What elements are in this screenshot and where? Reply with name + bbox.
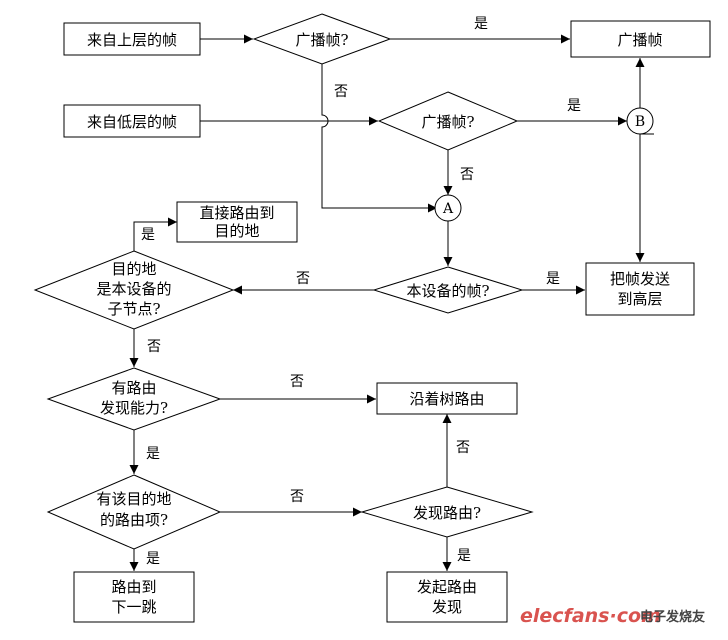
label-q-this-yes: 是 [546,271,560,287]
decision-this-device-label: 本设备的帧? [406,282,489,300]
decision-child-node-line3: 子节点? [107,300,160,318]
decision-this-device: 本设备的帧? [372,266,524,314]
node-route-next-hop: 路由到 下一跳 [73,571,195,623]
decision-route-entry-line2: 的路由项? [100,511,168,529]
connector-a-label: A [442,201,454,217]
node-lower-frame: 来自低层的帧 [63,104,201,138]
node-start-discovery-line2: 发现 [432,598,462,616]
connector-a: A [434,194,462,222]
decision-discover-route: 发现路由? [360,486,534,538]
node-send-upper-line1: 把帧发送 [610,270,670,288]
node-upper-frame: 来自上层的帧 [63,22,201,56]
node-direct-route-line1: 直接路由到 [199,204,274,222]
decision-child-node-line2: 是本设备的 [96,280,171,298]
label-q-rd-no: 否 [290,374,304,390]
connector-b: B [626,107,654,135]
label-q2-no: 否 [460,167,474,183]
label-q-rd-yes: 是 [146,446,160,462]
label-q-this-no: 否 [296,271,310,287]
node-send-upper-line2: 到高层 [617,290,662,308]
node-lower-frame-label: 来自低层的帧 [87,113,177,131]
connectors [129,34,645,571]
label-q-child-yes: 是 [141,227,155,243]
decision-child-node-line1: 目的地 [111,260,156,278]
label-q-entry-yes: 是 [146,551,160,567]
node-route-along-tree-label: 沿着树路由 [409,390,484,408]
watermark-name: 电子发烧友 [640,609,705,625]
watermark-domain: elecfans·com [520,605,661,627]
label-q-discover-yes: 是 [457,548,471,564]
node-start-discovery: 发起路由 发现 [386,571,508,623]
decision-broadcast-1: 广播帧? [252,13,392,65]
edge-q1-no [321,64,437,213]
label-q2-yes: 是 [567,98,581,114]
node-broadcast-frame-label: 广播帧 [617,31,662,49]
node-route-along-tree: 沿着树路由 [376,382,518,415]
decision-broadcast-1-label: 广播帧? [295,31,348,49]
label-q-discover-no: 否 [456,440,470,456]
connector-b-label: B [635,114,645,130]
decision-route-entry-line1: 有该目的地 [96,490,171,508]
decision-discover-route-label: 发现路由? [413,504,481,522]
edge-q-child-yes [133,217,177,251]
node-route-next-hop-line1: 路由到 [111,578,156,596]
node-start-discovery-line1: 发起路由 [417,578,477,596]
label-q-child-no: 否 [147,339,161,355]
decision-route-discovery-line1: 有路由 [111,379,156,397]
decision-broadcast-2-label: 广播帧? [421,113,474,131]
edge-labels: 是 否 是 否 是 否 是 否 否 是 否 是 否 是 [141,16,581,567]
nodes: 来自上层的帧 来自低层的帧 广播帧? 广播帧 广播帧? B [33,13,711,623]
node-upper-frame-label: 来自上层的帧 [87,31,177,49]
label-q-entry-no: 否 [290,489,304,505]
label-q1-yes: 是 [474,16,488,32]
watermark: elecfans·com 电子发烧友 [520,605,705,627]
label-q1-no: 否 [334,84,348,100]
decision-broadcast-2: 广播帧? [377,91,519,151]
node-send-upper: 把帧发送 到高层 [585,262,695,316]
decision-route-entry: 有该目的地 的路由项? [46,474,222,550]
decision-child-node: 目的地 是本设备的 子节点? [33,250,235,330]
decision-route-discovery: 有路由 发现能力? [46,367,222,431]
node-direct-route: 直接路由到 目的地 [176,201,298,243]
node-route-next-hop-line2: 下一跳 [111,598,156,616]
node-broadcast-frame: 广播帧 [570,20,711,58]
decision-route-discovery-line2: 发现能力? [100,399,168,417]
node-direct-route-line2: 目的地 [214,222,259,240]
